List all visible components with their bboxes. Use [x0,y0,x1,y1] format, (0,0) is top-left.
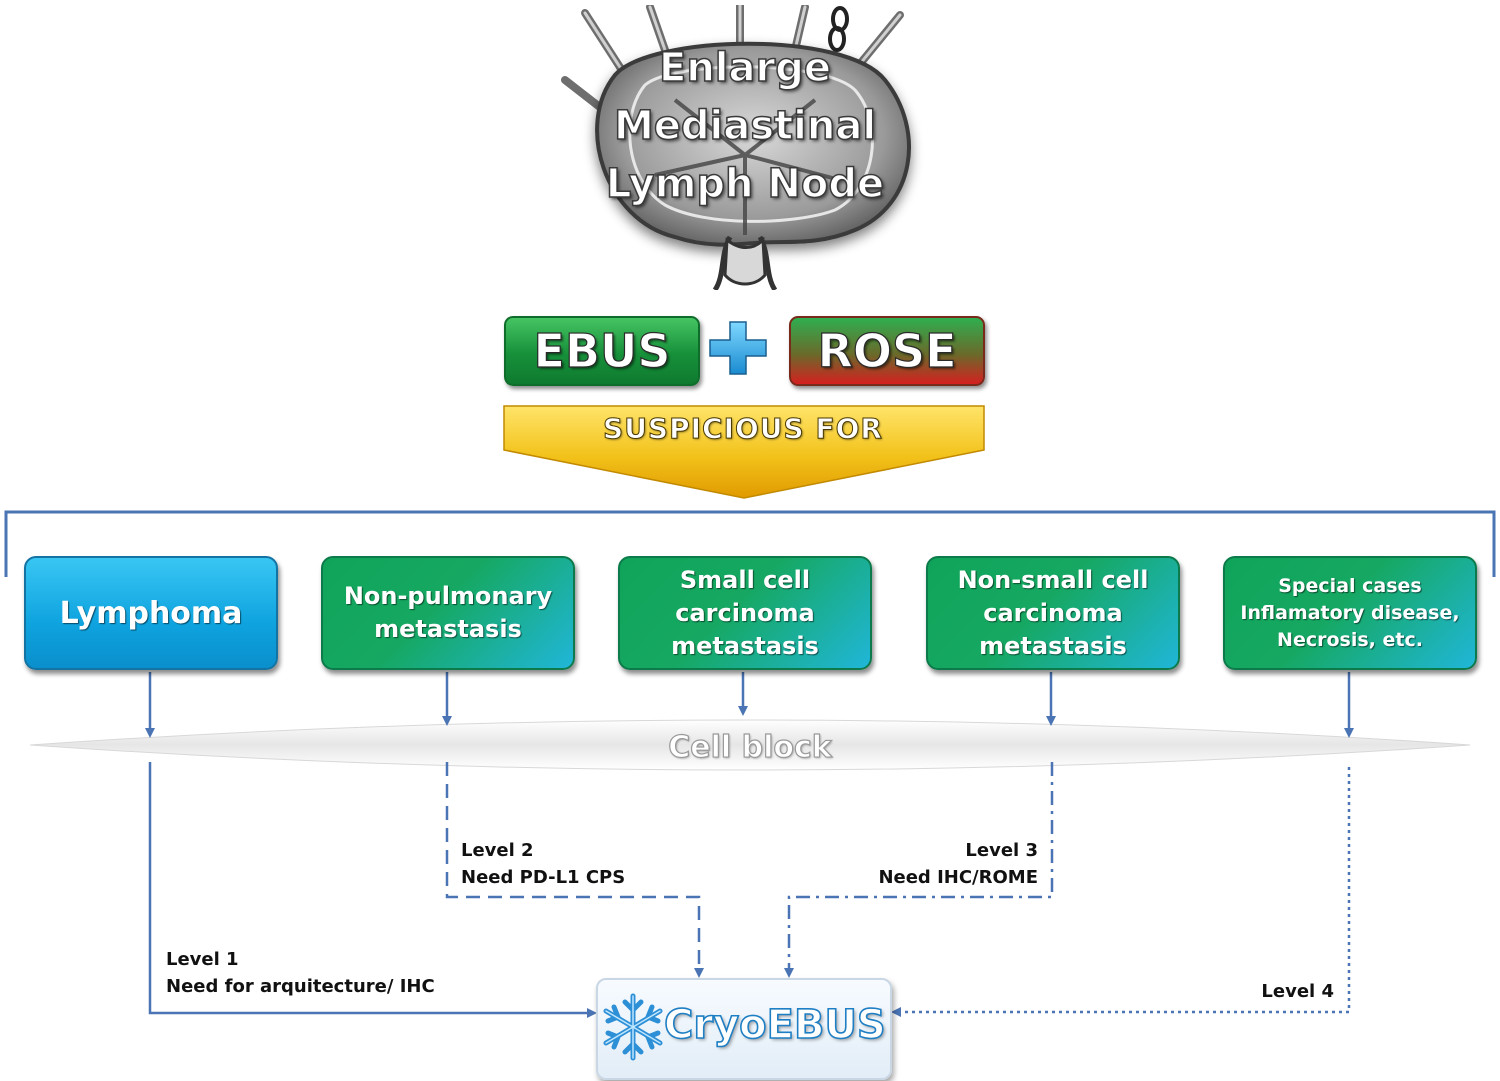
level-2-desc: Need PD-L1 CPS [461,867,626,888]
suspicious-for-label: SUSPICIOUS FOR [603,412,883,446]
cell-block-label: Cell block [668,729,833,765]
category-text: Non-pulmonary [343,582,553,610]
category-text: metastasis [671,631,819,660]
cryoebus-label: CryoEBUS [663,1001,886,1049]
category-text: metastasis [374,615,522,643]
category-small-cell-carcinoma: Small cell carcinoma metastasis [618,556,872,670]
category-text: carcinoma [983,598,1123,627]
level-4-label: Level 4 [1240,978,1334,1005]
level-3-title: Level 3 [965,840,1038,861]
title-line-2: Mediastinal [613,102,877,150]
cryoebus-box [596,978,892,1080]
category-text: Small cell [679,565,811,594]
level-2-label: Level 2 Need PD-L1 CPS [461,837,625,891]
level-1-title: Level 1 [166,949,239,970]
category-text: metastasis [979,631,1127,660]
level-3-label: Level 3 Need IHC/ROME [820,837,1038,891]
category-special-cases: Special cases Inflamatory disease, Necro… [1223,556,1477,670]
ebus-box: EBUS [504,316,700,386]
lymph-node-illustration [561,5,911,290]
level-1-desc: Need for arquitecture/ IHC [166,976,435,997]
level-4-title: Level 4 [1261,981,1334,1002]
title-line-1: Enlarge [658,44,832,92]
rose-box: ROSE [789,316,985,386]
category-text: Non-small cell [957,565,1149,594]
snowflake-icon [603,993,663,1061]
category-text: Special cases [1278,574,1422,597]
category-text: carcinoma [675,598,815,627]
category-text: Necrosis, etc. [1277,628,1423,651]
category-non-pulmonary-metastasis: Non-pulmonary metastasis [321,556,575,670]
category-non-small-cell-carcinoma: Non-small cell carcinoma metastasis [926,556,1180,670]
level-3-desc: Need IHC/ROME [878,867,1038,888]
level-1-label: Level 1 Need for arquitecture/ IHC [166,946,435,1000]
suspicious-arrow [503,405,985,499]
level-2-title: Level 2 [461,840,534,861]
category-text: Inflamatory disease, [1240,601,1460,624]
plus-icon [709,321,767,375]
category-text: Lymphoma [59,595,243,631]
category-lymphoma: Lymphoma [24,556,278,670]
title-line-3: Lymph Node [605,160,885,208]
